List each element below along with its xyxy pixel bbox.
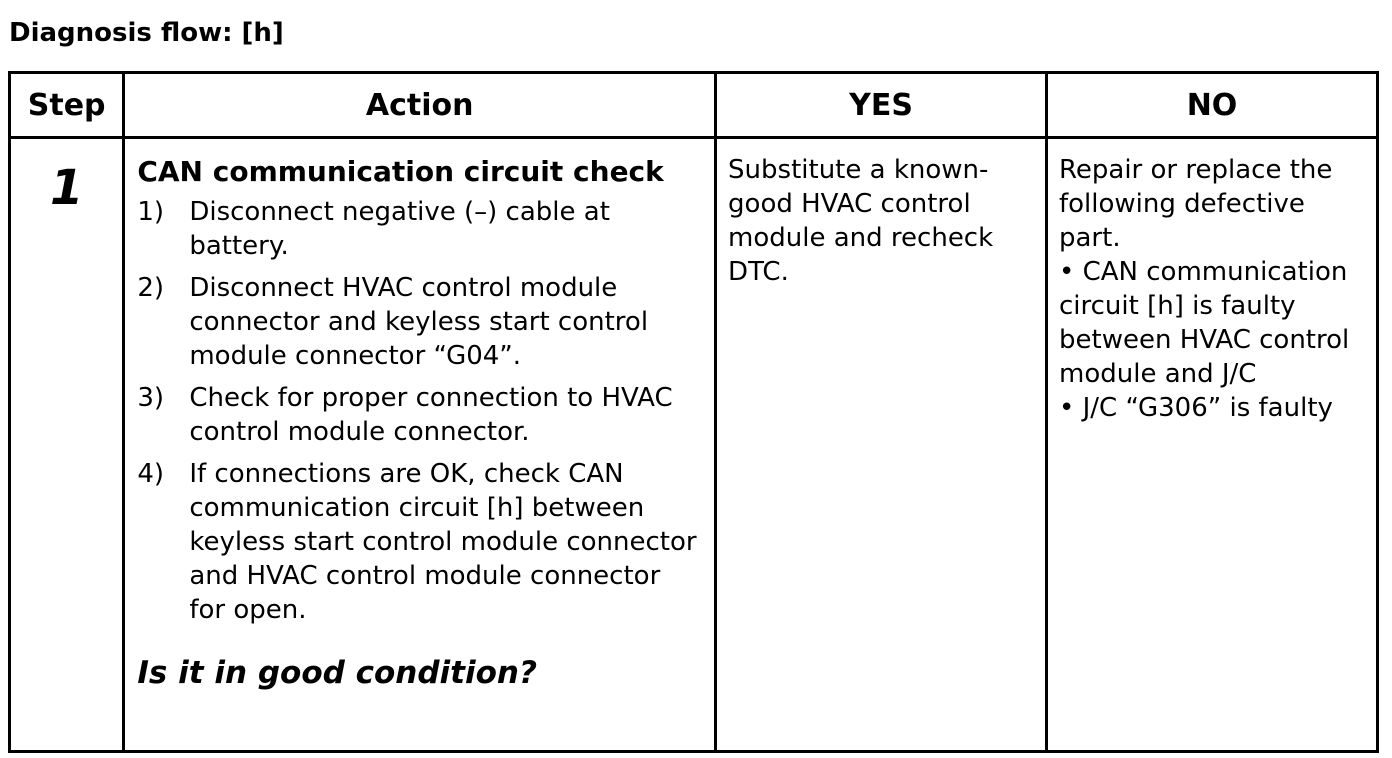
no-list-item: • CAN communication circuit [h] is fault… xyxy=(1059,257,1350,389)
action-cell: CAN communication circuit check 1) Disco… xyxy=(122,136,718,753)
list-item: 2) Disconnect HVAC control module connec… xyxy=(137,271,704,373)
yes-cell: Substitute a known-good HVAC control mod… xyxy=(714,136,1048,753)
yes-text: Substitute a known-good HVAC control mod… xyxy=(728,155,994,287)
list-item-text: Disconnect HVAC control module connector… xyxy=(189,273,649,371)
action-heading: CAN communication circuit check xyxy=(137,155,664,188)
list-item-number: 1) xyxy=(137,197,165,227)
table-row: 1 CAN communication circuit check 1) Dis… xyxy=(7,136,1379,753)
action-question: Is it in good condition? xyxy=(137,655,537,691)
page-title: Diagnosis flow: [h] xyxy=(9,18,284,48)
step-cell: 1 xyxy=(7,136,126,753)
list-item: 1) Disconnect negative (–) cable at batt… xyxy=(137,195,704,263)
list-item-number: 2) xyxy=(137,273,165,303)
no-cell: Repair or replace the following defectiv… xyxy=(1045,136,1379,753)
header-step: Step xyxy=(7,71,126,139)
action-steps-list: 1) Disconnect negative (–) cable at batt… xyxy=(137,195,704,627)
no-list-item: • J/C “G306” is faulty xyxy=(1059,393,1333,423)
no-intro-text: Repair or replace the following defectiv… xyxy=(1059,155,1333,253)
header-yes: YES xyxy=(714,71,1048,139)
list-item-text: Disconnect negative (–) cable at battery… xyxy=(189,197,610,261)
header-no: NO xyxy=(1045,71,1379,139)
list-item-text: If connections are OK, check CAN communi… xyxy=(189,459,697,625)
step-number: 1 xyxy=(49,160,84,216)
list-item-number: 3) xyxy=(137,383,165,413)
table-header-row: Step Action YES NO xyxy=(7,71,1379,139)
header-action: Action xyxy=(122,71,718,139)
diagnosis-flow-table: Step Action YES NO 1 CAN communication c… xyxy=(7,71,1379,753)
list-item-text: Check for proper connection to HVAC cont… xyxy=(189,383,673,447)
list-item-number: 4) xyxy=(137,459,165,489)
list-item: 4) If connections are OK, check CAN comm… xyxy=(137,457,704,627)
list-item: 3) Check for proper connection to HVAC c… xyxy=(137,381,704,449)
